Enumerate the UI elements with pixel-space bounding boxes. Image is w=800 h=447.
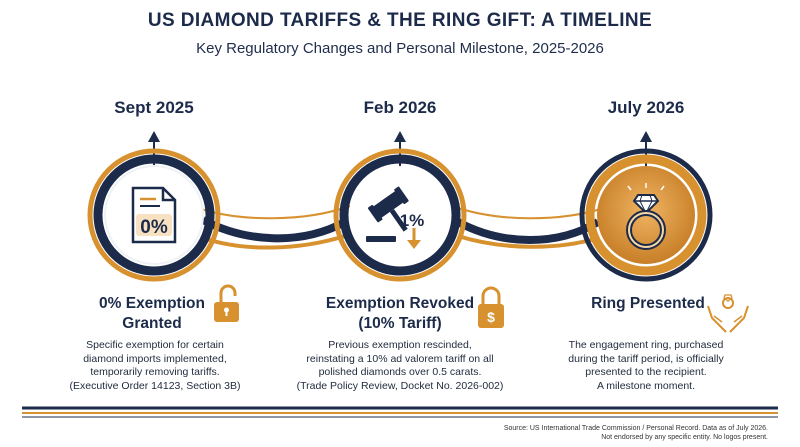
desc-line: Specific exemption for certain — [86, 339, 224, 351]
unlocked-padlock-icon — [214, 284, 239, 322]
gavel-icon: 1% — [366, 186, 424, 249]
milestone-title-2: Exemption Revoked (10% Tariff) — [280, 294, 520, 334]
desc-line: reinstating a 10% ad valorem tariff on a… — [306, 352, 494, 365]
page-subtitle: Key Regulatory Changes and Personal Mile… — [196, 40, 604, 57]
desc-line: temporarily removing tariffs. — [90, 366, 220, 378]
zero-percent-label: 0% — [140, 217, 168, 238]
hands-ring-icon — [707, 294, 749, 333]
desc-line: (Trade Policy Review, Docket No. 2026-00… — [296, 379, 504, 392]
desc-line: diamond imports implemented, — [83, 352, 227, 365]
milestone-desc-1: Specific exemption for certain diamond i… — [30, 339, 280, 393]
milestone-title-2-line2: (10% Tariff) — [358, 315, 442, 332]
diamond-ring-icon — [626, 183, 666, 250]
milestone-title-2-line1: Exemption Revoked — [325, 295, 475, 312]
dollar-padlock-icon: $ — [478, 286, 504, 328]
milestone-desc-3: The engagement ring, purchased during th… — [521, 339, 771, 393]
desc-line: A milestone moment. — [596, 379, 696, 392]
disclaimer-line: Not endorsed by any specific entity. No … — [601, 434, 768, 441]
milestone-date-2: Feb 2026 — [363, 98, 437, 117]
desc-line: Previous exemption rescinded, — [328, 339, 472, 351]
milestone-title-1-line2: Granted — [122, 315, 182, 332]
source-line: Source: US International Trade Commissio… — [503, 425, 768, 432]
milestone-title-1-line1: 0% Exemption — [99, 295, 205, 312]
milestone-date-1: Sept 2025 — [114, 98, 194, 117]
source-note: Source: US International Trade Commissio… — [504, 424, 768, 442]
milestone-title-3: Ring Presented — [528, 294, 768, 314]
desc-line: polished diamonds over 0.5 carats. — [318, 366, 482, 378]
milestone-title-3-line1: Ring Presented — [591, 295, 705, 312]
desc-line: The engagement ring, purchased — [568, 339, 724, 351]
footer-divider — [22, 406, 778, 418]
milestone-title-1: 0% Exemption Granted — [32, 294, 272, 334]
desc-line: (Executive Order 14123, Section 3B) — [69, 379, 241, 392]
milestone-desc-2: Previous exemption rescinded, reinstatin… — [275, 339, 525, 393]
desc-line: during the tariff period, is officially — [568, 352, 724, 365]
document-percent-icon: 0% — [131, 186, 177, 244]
desc-line: presented to the recipient. — [585, 366, 707, 378]
page-title: US DIAMOND TARIFFS & THE RING GIFT: A TI… — [147, 10, 653, 31]
svg-text:$: $ — [487, 309, 495, 325]
one-percent-label: 1% — [400, 211, 425, 230]
milestone-date-3: July 2026 — [607, 98, 685, 117]
